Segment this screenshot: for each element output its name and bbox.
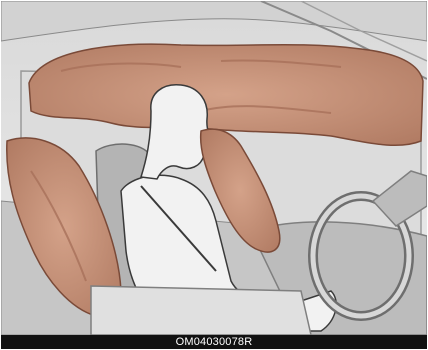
center-console bbox=[91, 286, 311, 335]
caption-bar: OM04030078R bbox=[1, 335, 427, 349]
figure-code: OM04030078R bbox=[1, 335, 427, 349]
